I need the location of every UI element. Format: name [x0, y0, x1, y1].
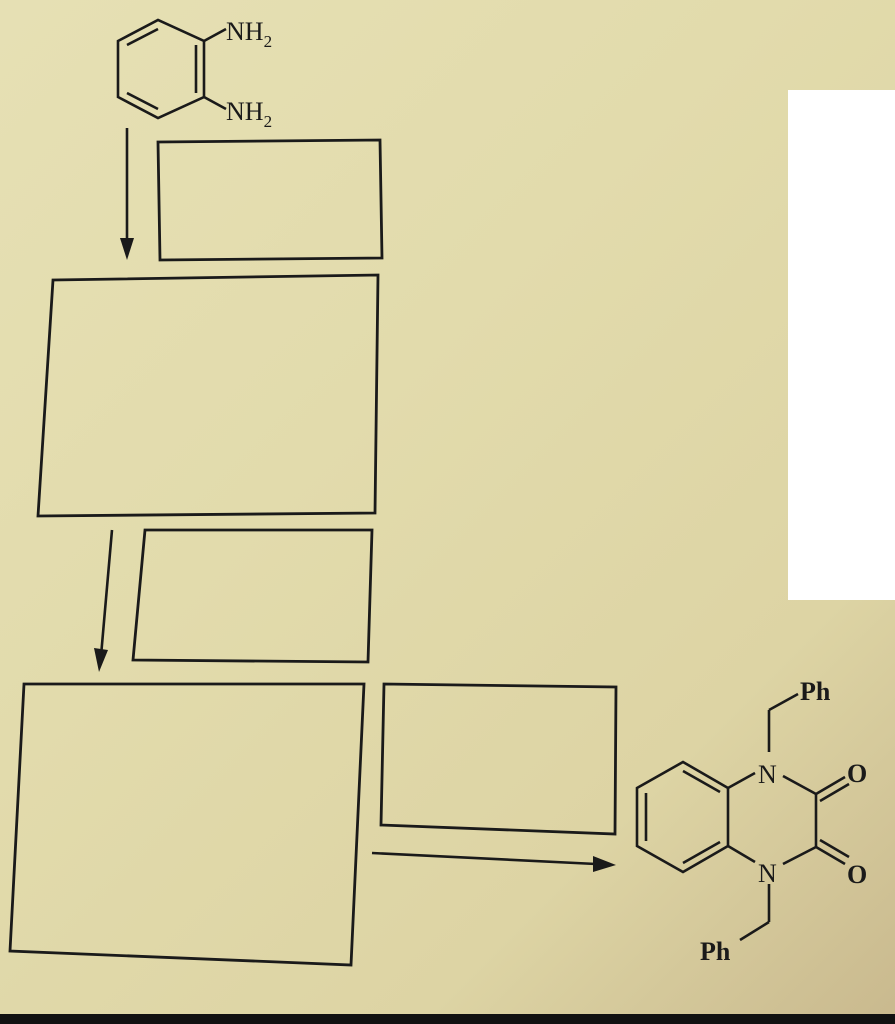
ring-bond	[782, 845, 817, 866]
intermediate-box-2[interactable]	[8, 682, 366, 967]
benzyl-bond-top	[768, 692, 799, 712]
reagent-box-3[interactable]	[379, 682, 618, 836]
reagent-box-1[interactable]	[156, 138, 384, 262]
reagent-box-2[interactable]	[131, 528, 374, 664]
phenyl-label-top: Ph	[800, 677, 831, 706]
amine-bond-top	[203, 27, 227, 43]
benzene-ring	[116, 18, 206, 120]
reaction-arrow-3	[371, 851, 597, 866]
arrowhead-3	[593, 856, 616, 872]
carbonyl-bond-top	[815, 775, 846, 796]
ring-inner-bond	[126, 91, 159, 111]
phenyl-label-bottom: Ph	[700, 937, 731, 966]
product-structure	[635, 692, 850, 942]
ring-bond	[727, 844, 756, 864]
amine-label-top: NH2	[226, 17, 272, 51]
nitrogen-label-bottom: N	[758, 859, 777, 888]
product-benzene-ring	[635, 760, 730, 874]
ring-bond	[782, 774, 817, 796]
intermediate-box-1[interactable]	[36, 273, 380, 518]
starting-material-structure	[116, 18, 227, 120]
reaction-arrow-2	[99, 529, 114, 657]
carbonyl-bond-bottom	[819, 838, 850, 859]
ring-bond	[727, 771, 756, 790]
arrowhead-2	[94, 648, 108, 672]
arrowhead-1	[120, 238, 134, 260]
blank-side-panel	[788, 90, 895, 600]
amine-bond-bottom	[203, 95, 227, 111]
oxygen-label-top: O	[847, 759, 867, 788]
carbonyl-bond-bottom	[815, 845, 846, 866]
carbonyl-bond-top	[819, 782, 850, 803]
amine-label-bottom: NH2	[226, 97, 272, 131]
benzo-inner-bond	[682, 769, 721, 794]
oxygen-label-bottom: O	[847, 860, 867, 889]
benzyl-bond-bottom	[739, 920, 770, 942]
bottom-edge	[0, 1014, 895, 1024]
nitrogen-label-top: N	[758, 760, 777, 789]
ring-inner-bond	[126, 27, 159, 47]
benzo-inner-bond	[682, 840, 721, 865]
